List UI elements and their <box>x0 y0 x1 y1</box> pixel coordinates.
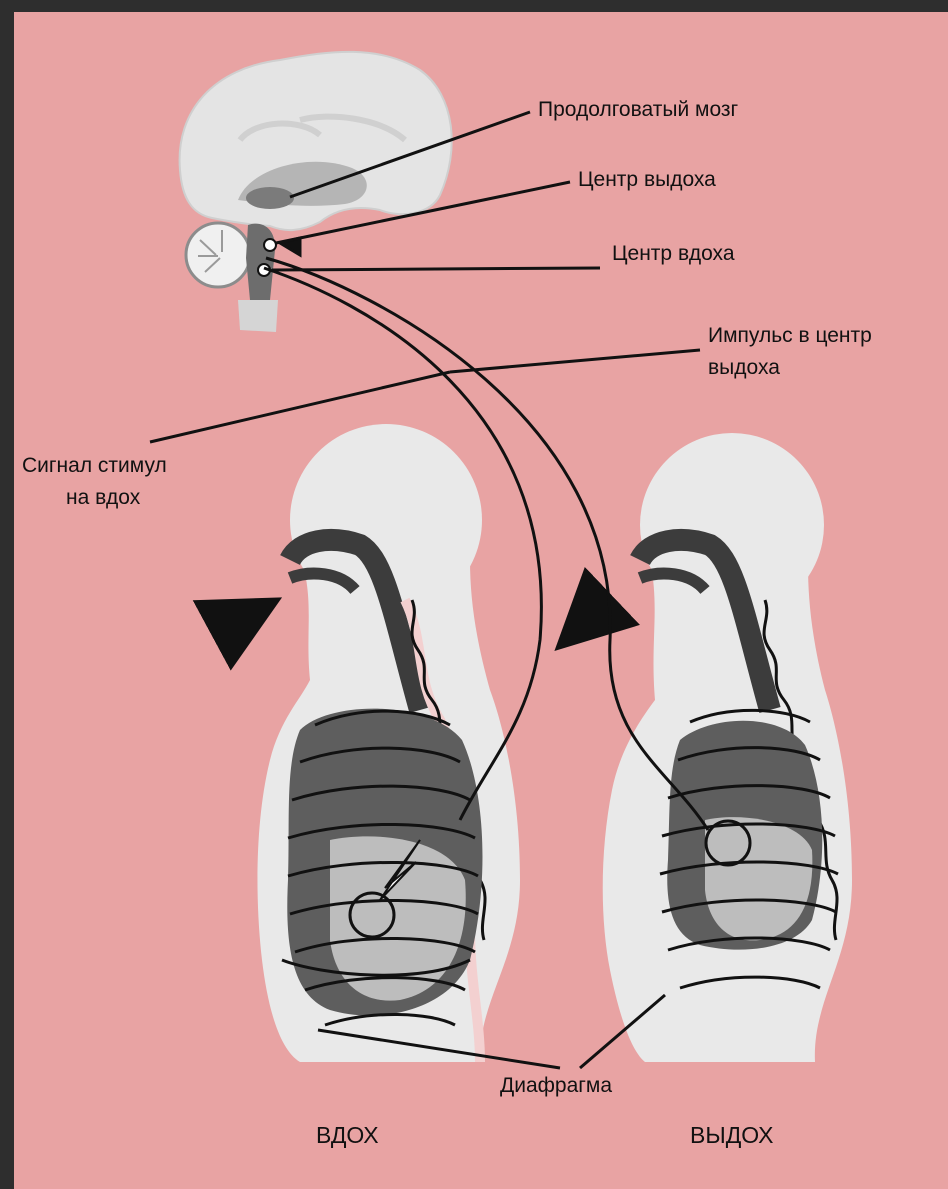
label-impulse-line2: выдоха <box>708 354 780 381</box>
leader-inhale-center <box>272 268 600 270</box>
label-impulse-line1: Импульс в центр <box>708 322 872 349</box>
label-signal-line1: Сигнал стимул <box>22 452 167 479</box>
inhale-body <box>218 424 520 1062</box>
label-inhale: ВДОХ <box>316 1122 379 1149</box>
leader-impulse <box>450 350 700 372</box>
exhale-body <box>566 433 852 1062</box>
label-inhale-center: Центр вдоха <box>612 240 735 267</box>
air-in-arrow-icon <box>218 605 268 632</box>
label-exhale-center: Центр выдоха <box>578 166 716 193</box>
spinal-cord-top <box>238 300 278 332</box>
exhale-center-dot <box>264 239 276 251</box>
label-diaphragm: Диафрагма <box>500 1072 612 1099</box>
label-medulla: Продолговатый мозг <box>538 96 738 123</box>
label-exhale: ВЫДОХ <box>690 1122 773 1149</box>
air-out-arrow-icon <box>566 602 606 640</box>
label-signal-line2: на вдох <box>66 484 140 511</box>
thalamus <box>246 187 294 209</box>
